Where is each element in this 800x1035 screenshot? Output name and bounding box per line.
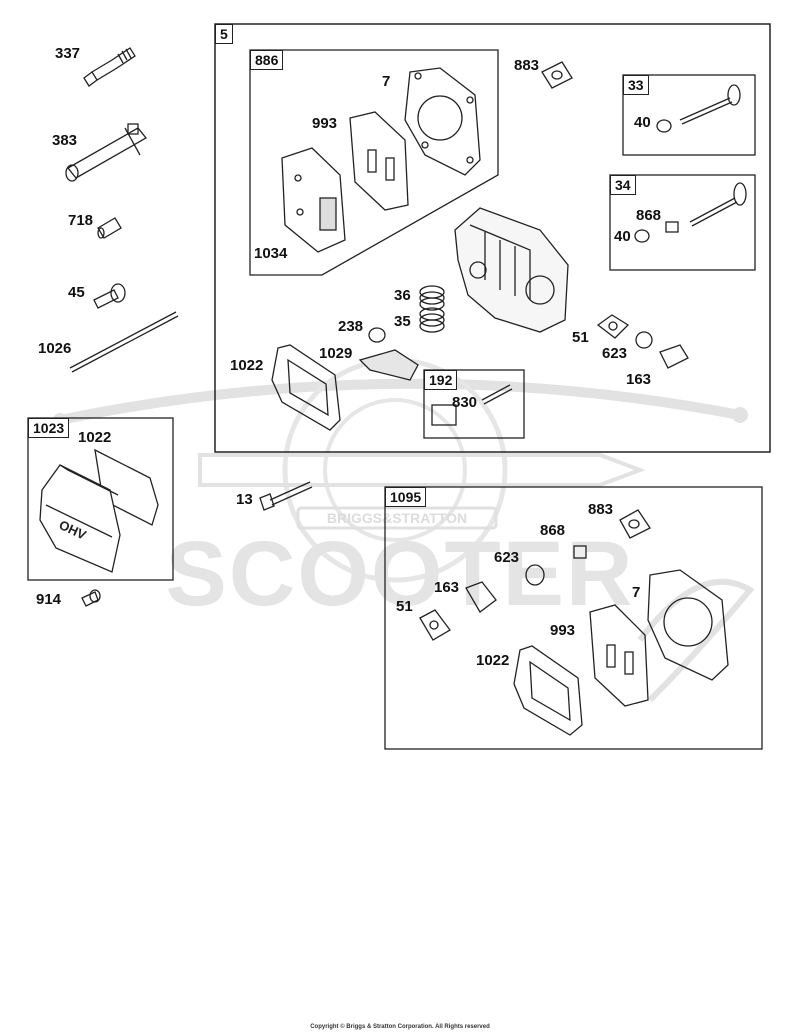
head-gasket-b [647,569,729,681]
cylinder-head [454,207,569,333]
cover-screw [81,589,101,607]
ring-623 [525,564,545,586]
callout-623-a: 623 [602,345,628,362]
head-gasket-a [404,67,481,176]
callout-883-b: 883 [588,501,614,518]
seal-868 [573,545,587,559]
callout-163-b: 163 [434,579,460,596]
callout-830: 830 [452,394,478,411]
callout-1029: 1029 [319,345,353,362]
callout-36: 36 [394,287,411,304]
callout-623-b: 623 [494,549,520,566]
gasket-883-b [619,509,651,539]
group-tag-34: 34 [610,175,636,195]
head-bolt [259,481,313,511]
group-tag-886: 886 [250,50,284,70]
plug-wrench [65,123,147,182]
callout-163-a: 163 [626,371,652,388]
rocker-gasket-a [271,344,341,431]
callout-914: 914 [36,591,62,608]
gasket-51-b [419,609,451,641]
rocker-arm [358,349,419,381]
carb-plate [281,147,346,253]
callout-993-a: 993 [312,115,338,132]
callout-993-b: 993 [550,622,576,639]
callout-868-a: 868 [636,207,662,224]
rocker-cover: OHV [39,448,159,573]
push-rod [69,311,179,373]
watermark-brand: BRIGGS&STRATTON [327,510,467,526]
callout-7-b: 7 [632,584,641,601]
group-box-192 [423,369,525,439]
intake-valve [634,182,747,243]
group-tag-1023: 1023 [28,418,70,438]
callout-13: 13 [236,491,253,508]
callout-40-a: 40 [634,114,651,131]
watermark-word: SCOOTER [166,523,635,625]
pin [97,217,122,239]
group-tag-5: 5 [215,24,233,44]
group-tag-192: 192 [424,370,458,390]
exhaust-gaskets-a [596,314,689,369]
callout-718: 718 [68,212,94,229]
retainer-238 [368,327,386,343]
callout-40-b: 40 [614,228,631,245]
valve-guide-pin [93,283,126,309]
group-tag-1095: 1095 [385,487,427,507]
group-tag-33: 33 [623,75,649,95]
callout-883-a: 883 [514,57,540,74]
group-box-886 [249,49,499,276]
callout-1022-a: 1022 [230,357,264,374]
copyright-footer: Copyright © Briggs & Stratton Corporatio… [310,1024,490,1030]
group-box-34 [609,174,756,271]
callout-1022-b: 1022 [476,652,510,669]
gasket-163-b [465,581,497,613]
callout-35: 35 [394,313,411,330]
exhaust-valve [656,84,741,133]
breather-stud [431,384,513,426]
group-box-5 [214,23,771,453]
intake-gasket-b [589,604,649,707]
gasket-883-a [541,61,573,89]
group-box-1023 [27,417,174,581]
callout-238: 238 [338,318,364,335]
callout-337: 337 [55,45,81,62]
callout-45: 45 [68,284,85,301]
callout-868-b: 868 [540,522,566,539]
callout-7-a: 7 [382,73,391,90]
intake-gasket-a [349,111,409,211]
group-box-1095 [384,486,763,750]
callout-51-a: 51 [572,329,589,346]
valve-springs [419,285,445,333]
callout-383: 383 [52,132,78,149]
callout-51-b: 51 [396,598,413,615]
callout-1022-cover: 1022 [78,429,112,446]
callout-1034: 1034 [254,245,288,262]
rocker-gasket-b [513,645,583,736]
spark-plug [83,47,136,87]
callout-1026: 1026 [38,340,72,357]
group-box-33 [622,74,756,156]
